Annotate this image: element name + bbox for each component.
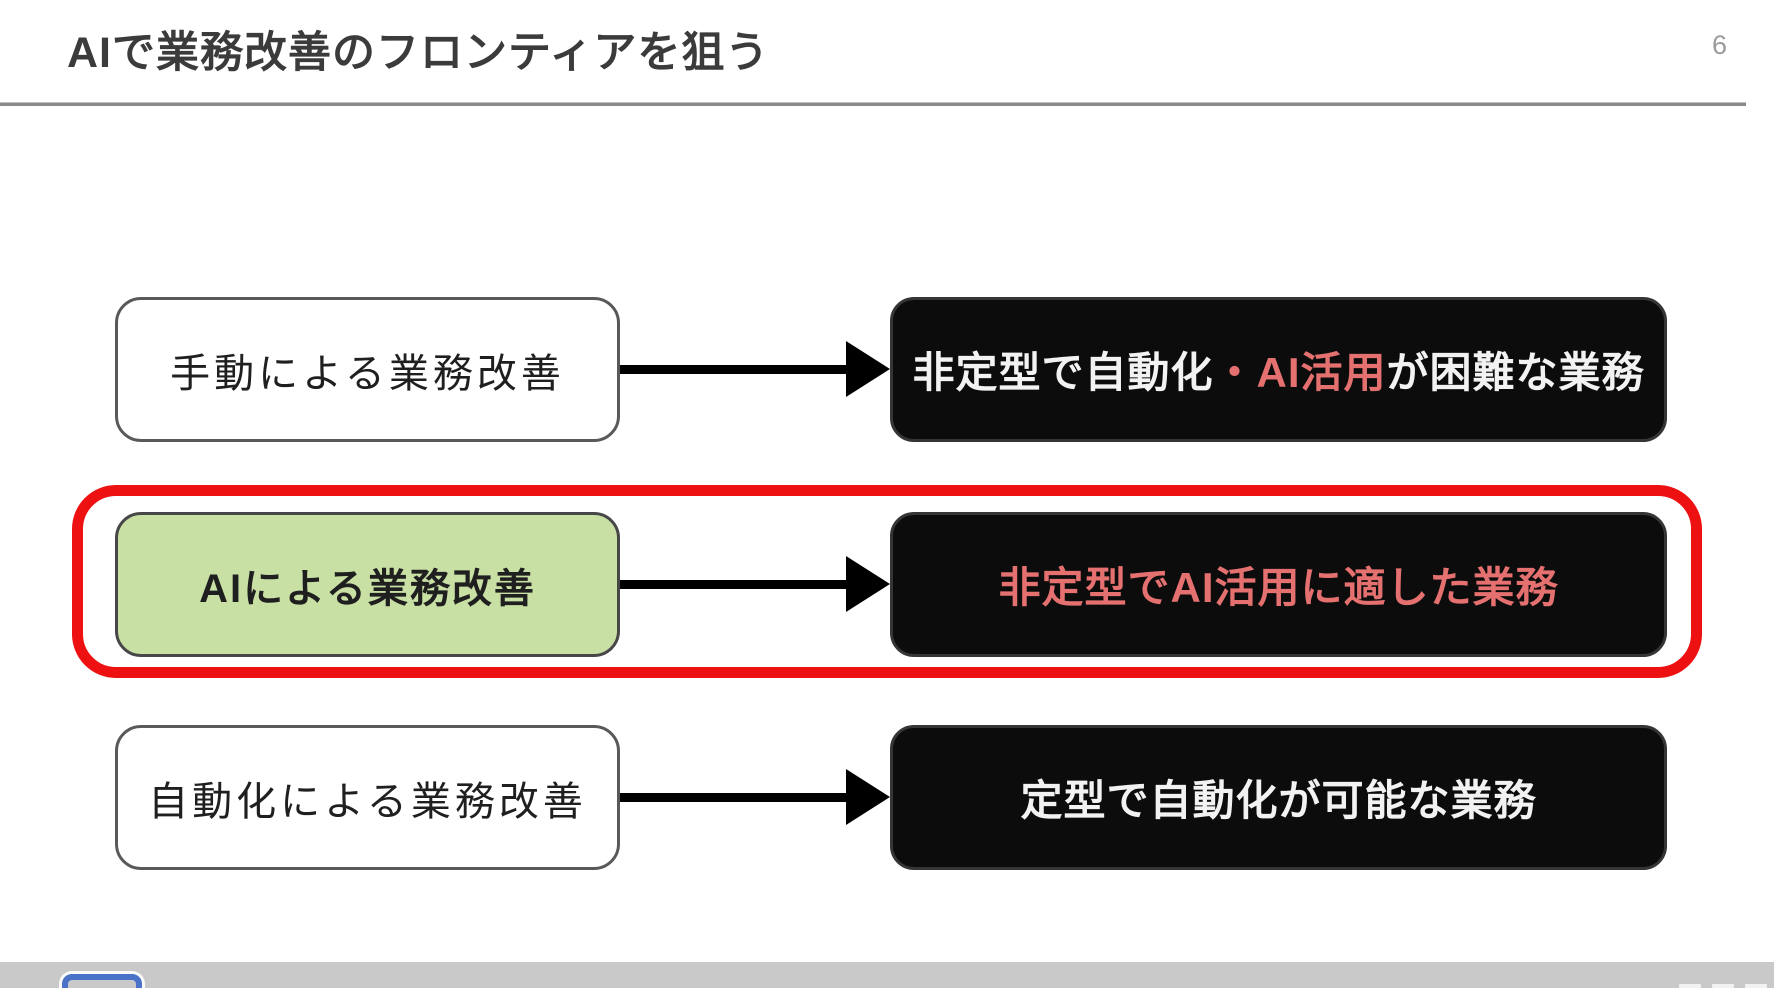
- box-automation-improvement-label: 自動化による業務改善: [148, 779, 587, 824]
- cutoff-icon[interactable]: [1679, 984, 1701, 988]
- box-atypical-ai-suited-tasks-accent: 非定型でAI活用に適した業務: [998, 564, 1559, 611]
- arrow-right-icon: [620, 793, 852, 802]
- box-ai-improvement-label: AIによる業務改善: [199, 566, 536, 611]
- cutoff-icon[interactable]: [1745, 984, 1767, 988]
- taskbar: [0, 962, 1774, 988]
- app-window-icon[interactable]: [62, 974, 142, 988]
- box-atypical-ai-suited-tasks: 非定型でAI活用に適した業務: [890, 512, 1667, 657]
- arrow-right-icon: [846, 769, 890, 825]
- box-manual-improvement: 手動による業務改善: [115, 297, 620, 442]
- diagram-row-ai: AIによる業務改善 非定型でAI活用に適した業務: [0, 512, 1774, 657]
- box-ai-improvement: AIによる業務改善: [115, 512, 620, 657]
- diagram-row-manual: 手動による業務改善 非定型で自動化・AI活用が困難な業務: [0, 297, 1774, 442]
- box-atypical-hard-tasks-text: 非定型で自動化: [912, 349, 1214, 396]
- box-atypical-hard-tasks: 非定型で自動化・AI活用が困難な業務: [890, 297, 1667, 442]
- arrow-right-icon: [620, 580, 852, 589]
- arrow-right-icon: [620, 365, 852, 374]
- cutoff-icon[interactable]: [1712, 984, 1734, 988]
- box-typical-automatable-tasks-text: 定型で自動化が可能な業務: [1020, 777, 1537, 824]
- arrow-right-icon: [846, 556, 890, 612]
- box-automation-improvement: 自動化による業務改善: [115, 725, 620, 870]
- page-number: 6: [1712, 30, 1728, 60]
- diagram-row-automation: 自動化による業務改善 定型で自動化が可能な業務: [0, 725, 1774, 870]
- arrow-right-icon: [846, 341, 890, 397]
- box-manual-improvement-label: 手動による業務改善: [170, 351, 565, 396]
- title-divider: [0, 102, 1746, 106]
- box-atypical-hard-tasks-accent: ・AI活用: [1213, 349, 1387, 396]
- box-typical-automatable-tasks: 定型で自動化が可能な業務: [890, 725, 1667, 870]
- page-title: AIで業務改善のフロンティアを狙う: [67, 29, 770, 77]
- box-atypical-hard-tasks-text: が困難な業務: [1386, 349, 1645, 396]
